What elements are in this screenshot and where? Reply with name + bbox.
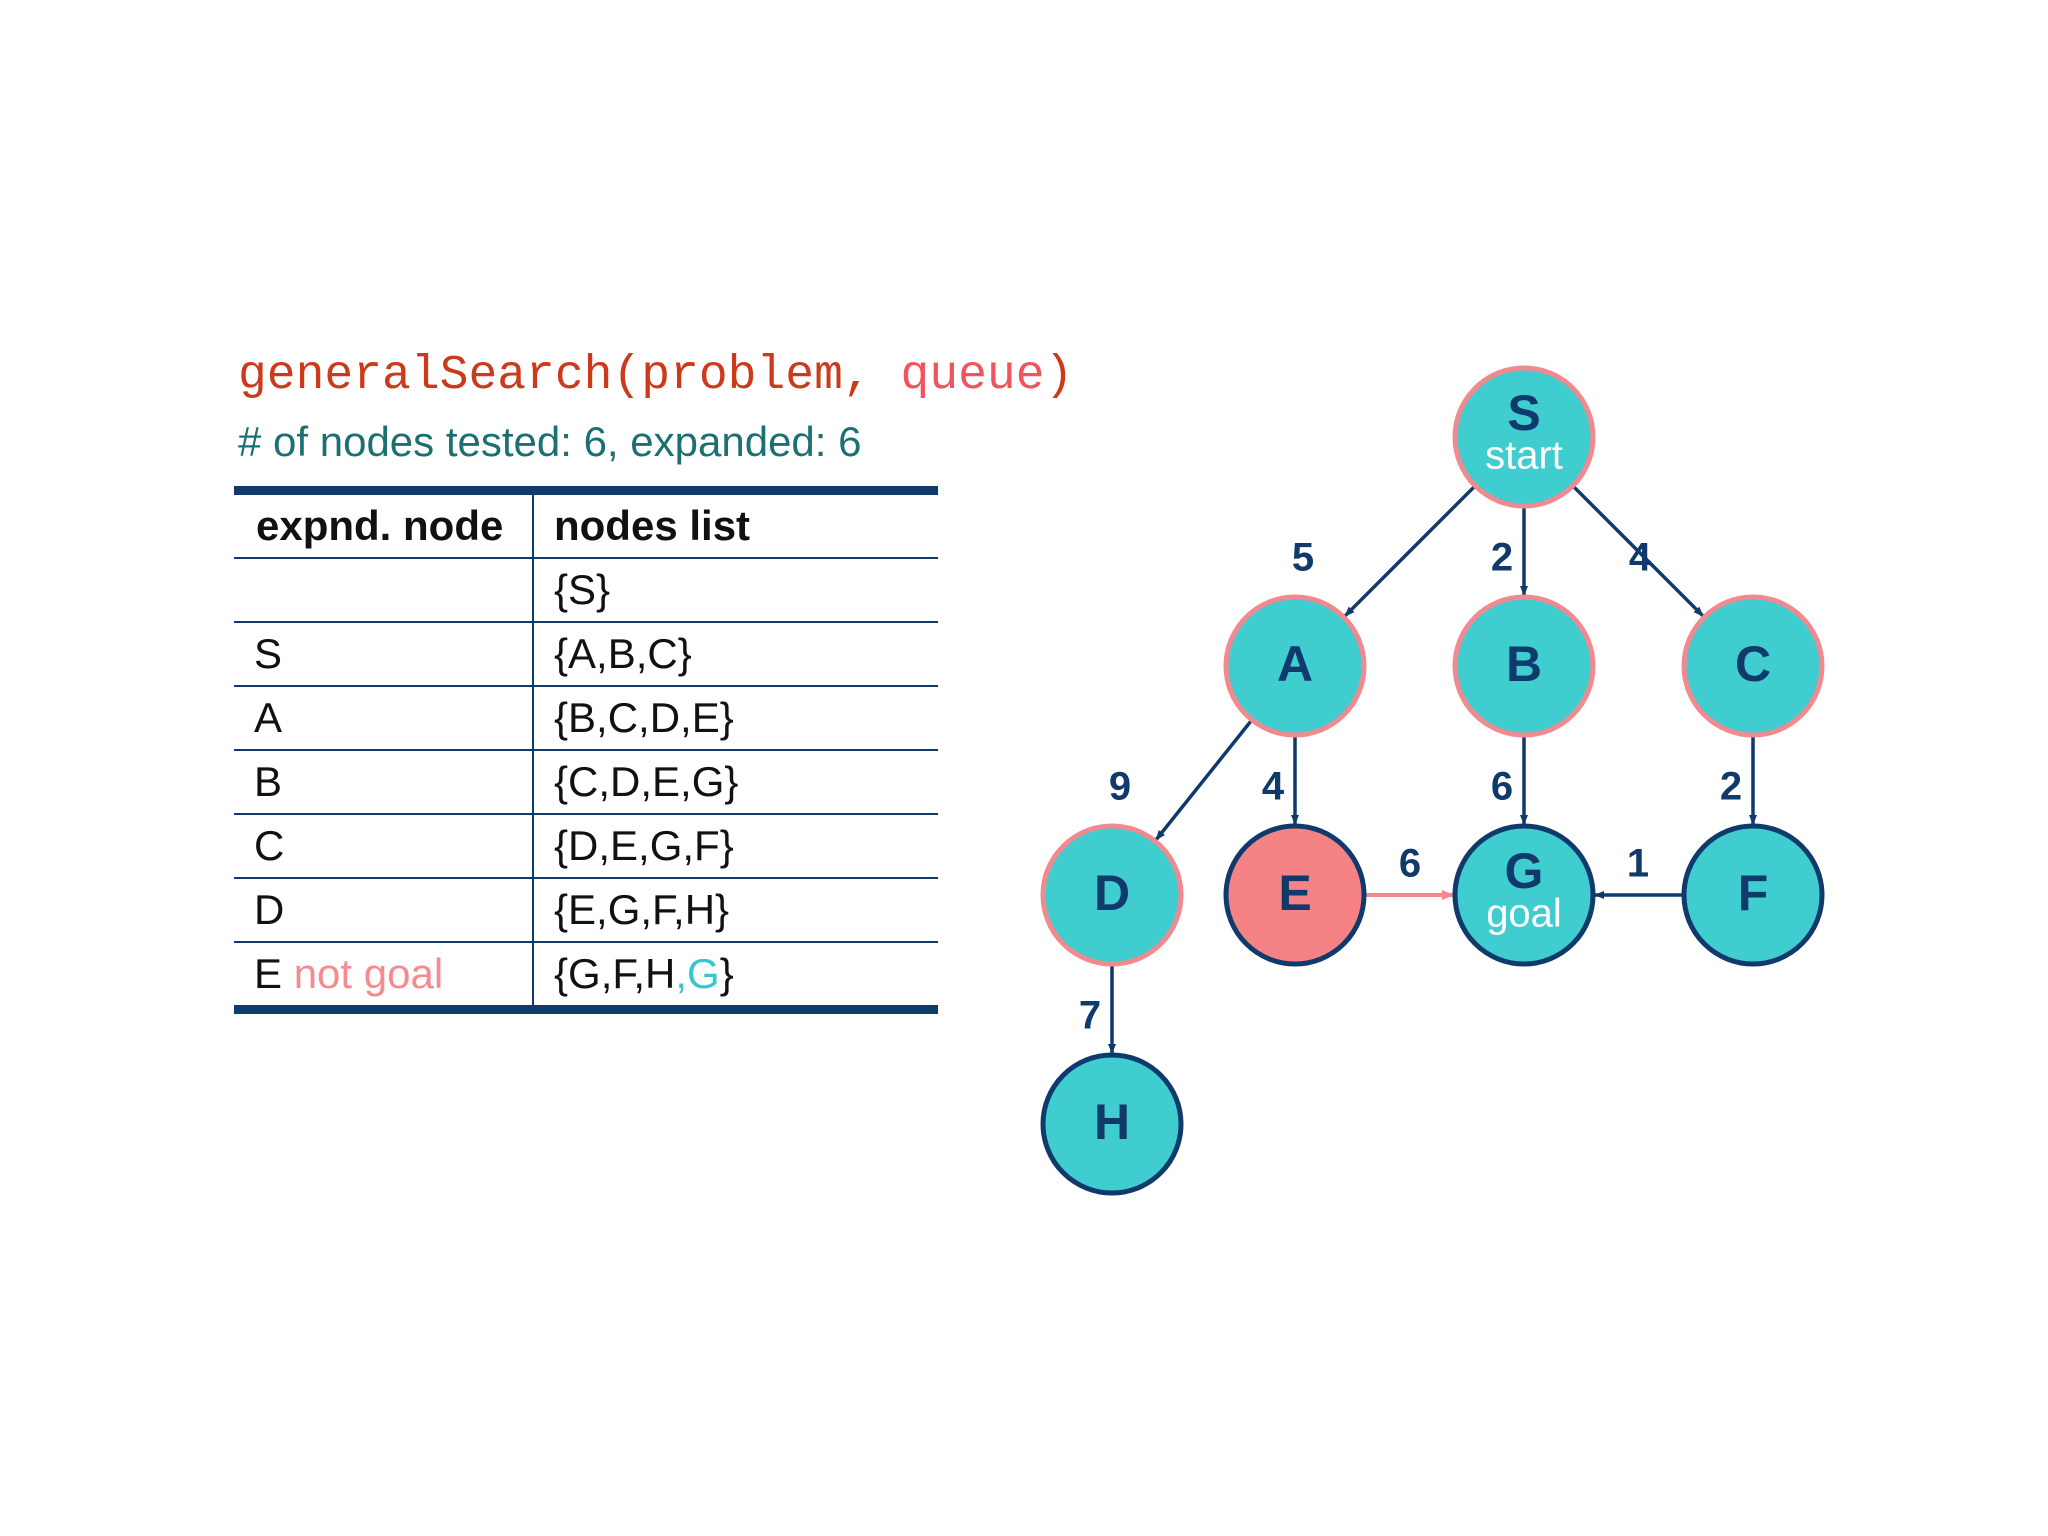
- nodes-list-cell: {B,C,D,E}: [533, 686, 938, 751]
- expanded-node: C: [254, 822, 285, 869]
- function-name: generalSearch(problem,: [238, 349, 901, 403]
- node-e: E: [1223, 823, 1367, 967]
- expanded-node: D: [254, 886, 285, 933]
- edge-a-d: [1154, 718, 1254, 841]
- expanded-node-cell: D: [234, 878, 534, 943]
- node-b: B: [1452, 594, 1596, 738]
- expanded-node-cell: S: [234, 622, 534, 687]
- node-circle: [1452, 823, 1596, 967]
- function-signature: generalSearch(problem, queue): [238, 348, 1073, 404]
- node-label: A: [1277, 636, 1313, 692]
- node-label: B: [1506, 636, 1542, 692]
- edge-cost-s-c: 4: [1629, 536, 1652, 580]
- nodes-list-cell: {E,G,F,H}: [533, 878, 938, 943]
- expanded-node: E: [254, 950, 283, 997]
- edge-cost-s-b: 2: [1491, 536, 1513, 580]
- edge-cost-f-g: 1: [1627, 842, 1649, 886]
- table-row: B {C,D,E,G}: [234, 750, 938, 815]
- nodes-list-close: }: [719, 950, 734, 997]
- node-circle: [1452, 365, 1596, 509]
- expanded-node: A: [254, 694, 283, 741]
- table-row: E not goal {G,F,H,G}: [234, 942, 938, 1010]
- node-label: D: [1094, 865, 1130, 921]
- table-row: {S}: [234, 558, 938, 623]
- queue-argument: queue: [900, 349, 1045, 403]
- nodes-stats: # of nodes tested: 6, expanded: 6: [238, 418, 862, 465]
- node-label: S: [1507, 385, 1540, 441]
- nodes-list-new-item: ,G: [675, 950, 720, 997]
- node-circle: [1040, 823, 1184, 967]
- nodes-list-cell: {G,F,H,G}: [533, 942, 938, 1010]
- nodes-list: {C,D,E,G}: [554, 758, 739, 805]
- node-a: A: [1223, 594, 1367, 738]
- expanded-node-cell: C: [234, 814, 534, 879]
- table-row: S {A,B,C}: [234, 622, 938, 687]
- nodes-list: {S}: [554, 566, 611, 613]
- expanded-node: B: [254, 758, 283, 805]
- graph-edges: 5 2 4 9 4 6 2 6 1 7: [1079, 484, 1757, 1054]
- nodes-list: {E,G,F,H}: [554, 886, 730, 933]
- edge-cost-a-e: 4: [1262, 765, 1285, 809]
- nodes-list-cell: {D,E,G,F}: [533, 814, 938, 879]
- nodes-list: {G,F,H: [554, 950, 676, 997]
- node-label: C: [1735, 636, 1771, 692]
- node-sublabel: goal: [1486, 892, 1562, 936]
- search-trace-table: expnd. node nodes list {S} S {A,B,C} A {…: [234, 486, 938, 1014]
- table-row: A {B,C,D,E}: [234, 686, 938, 751]
- column-header-expanded-node: expnd. node: [234, 490, 534, 559]
- table-row: D {E,G,F,H}: [234, 878, 938, 943]
- function-close-paren: ): [1044, 349, 1074, 403]
- node-circle: [1452, 594, 1596, 738]
- nodes-list: {B,C,D,E}: [554, 694, 734, 741]
- edge-cost-e-g: 6: [1399, 842, 1421, 886]
- node-circle: [1223, 594, 1367, 738]
- node-label: F: [1738, 865, 1769, 921]
- node-c: C: [1681, 594, 1825, 738]
- table-header-row: expnd. node nodes list: [234, 490, 938, 559]
- nodes-list-cell: {C,D,E,G}: [533, 750, 938, 815]
- node-f: F: [1681, 823, 1825, 967]
- nodes-list: {D,E,G,F}: [554, 822, 734, 869]
- edge-cost-a-d: 9: [1109, 765, 1131, 809]
- edge-cost-c-f: 2: [1720, 765, 1742, 809]
- edge-s-c: [1571, 484, 1705, 618]
- node-label: E: [1278, 865, 1311, 921]
- node-circle: [1040, 1052, 1184, 1196]
- expanded-node-cell: B: [234, 750, 534, 815]
- node-circle: [1681, 594, 1825, 738]
- table-row: C {D,E,G,F}: [234, 814, 938, 879]
- node-d: D: [1040, 823, 1184, 967]
- nodes-list-cell: {A,B,C}: [533, 622, 938, 687]
- expanded-node-cell: [234, 558, 534, 623]
- node-sublabel: start: [1485, 434, 1563, 478]
- expanded-node-cell: A: [234, 686, 534, 751]
- expanded-node-cell: E not goal: [234, 942, 534, 1010]
- nodes-list-cell: {S}: [533, 558, 938, 623]
- expanded-node: S: [254, 630, 283, 677]
- node-circle: [1681, 823, 1825, 967]
- node-h: H: [1040, 1052, 1184, 1196]
- column-header-nodes-list: nodes list: [533, 490, 938, 559]
- edge-cost-s-a: 5: [1292, 536, 1314, 580]
- edge-cost-b-g: 6: [1491, 765, 1513, 809]
- node-label: G: [1505, 843, 1544, 899]
- edge-cost-d-h: 7: [1079, 994, 1101, 1038]
- node-label: H: [1094, 1094, 1130, 1150]
- not-goal-note: not goal: [293, 950, 444, 997]
- node-circle: [1223, 823, 1367, 967]
- edge-s-a: [1343, 484, 1477, 618]
- nodes-list: {A,B,C}: [554, 630, 692, 677]
